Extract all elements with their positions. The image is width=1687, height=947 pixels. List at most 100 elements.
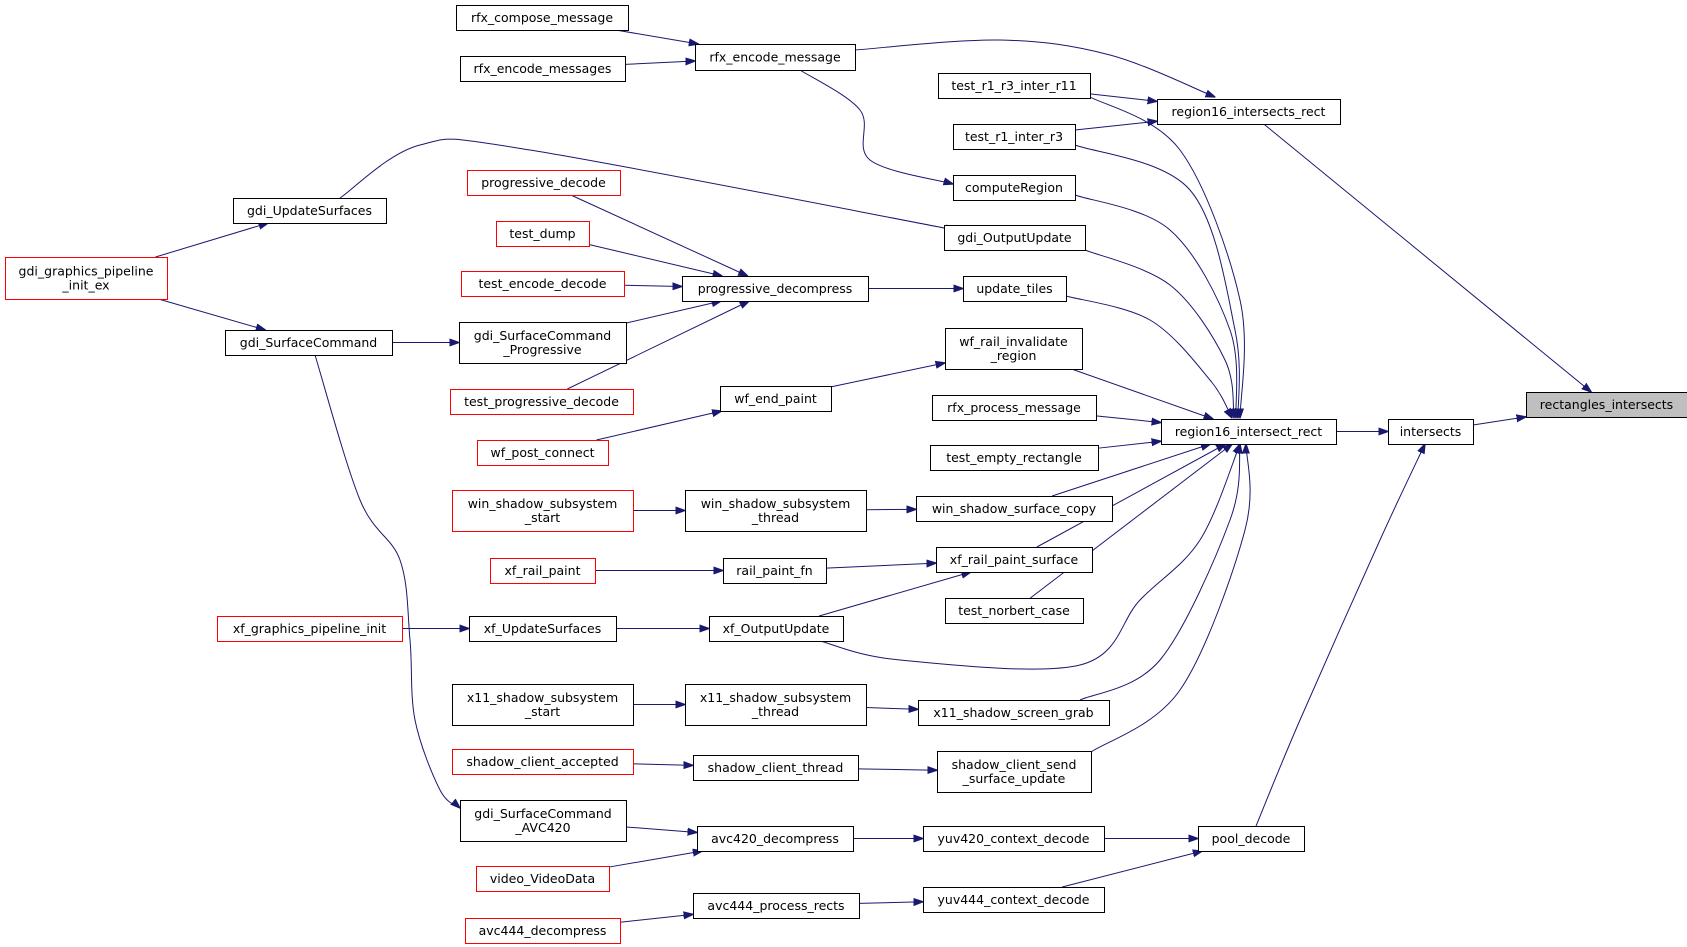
node-box-rfx_compose_message[interactable]	[456, 5, 629, 31]
node-box-update_tiles[interactable]	[963, 276, 1067, 302]
node-progressive_decode[interactable]: progressive_decode	[467, 170, 621, 196]
node-box-test_r1_inter_r3[interactable]	[953, 124, 1076, 150]
node-box-shadow_client_thread[interactable]	[693, 755, 859, 781]
node-rail_paint_fn[interactable]: rail_paint_fn	[723, 558, 827, 584]
node-gdi_SurfaceCommand[interactable]: gdi_SurfaceCommand	[225, 330, 393, 356]
node-x11_shadow_subsystem_start[interactable]: x11_shadow_subsystem_start	[452, 684, 634, 726]
node-avc444_decompress[interactable]: avc444_decompress	[465, 918, 621, 944]
node-box-shadow_client_send_surface_update[interactable]	[937, 751, 1092, 793]
node-progressive_decompress[interactable]: progressive_decompress	[682, 276, 869, 302]
node-gdi_graphics_pipeline_init_ex[interactable]: gdi_graphics_pipeline_init_ex	[5, 257, 168, 300]
node-xf_rail_paint[interactable]: xf_rail_paint	[490, 558, 596, 584]
node-box-wf_post_connect[interactable]	[477, 440, 609, 466]
node-yuv420_context_decode[interactable]: yuv420_context_decode	[923, 826, 1105, 852]
node-box-pool_decode[interactable]	[1198, 826, 1305, 852]
node-box-rfx_encode_message[interactable]	[695, 44, 856, 71]
node-wf_end_paint[interactable]: wf_end_paint	[720, 386, 832, 412]
node-box-win_shadow_subsystem_start[interactable]	[452, 490, 634, 532]
node-box-test_norbert_case[interactable]	[945, 598, 1084, 624]
node-box-test_empty_rectangle[interactable]	[930, 445, 1099, 471]
node-box-progressive_decompress[interactable]	[682, 276, 869, 302]
node-box-yuv444_context_decode[interactable]	[923, 887, 1105, 913]
node-box-video_VideoData[interactable]	[476, 866, 610, 892]
node-rfx_encode_message[interactable]: rfx_encode_message	[695, 44, 856, 71]
node-box-intersects[interactable]	[1388, 419, 1474, 445]
node-box-xf_OutputUpdate[interactable]	[709, 616, 844, 642]
node-avc444_process_rects[interactable]: avc444_process_rects	[693, 893, 860, 919]
node-box-gdi_UpdateSurfaces[interactable]	[233, 198, 387, 224]
node-box-region16_intersect_rect[interactable]	[1161, 419, 1337, 445]
node-gdi_SurfaceCommand_AVC420[interactable]: gdi_SurfaceCommand_AVC420	[460, 800, 627, 842]
node-box-xf_UpdateSurfaces[interactable]	[469, 616, 617, 642]
node-test_progressive_decode[interactable]: test_progressive_decode	[450, 389, 634, 415]
node-yuv444_context_decode[interactable]: yuv444_context_decode	[923, 887, 1105, 913]
node-box-yuv420_context_decode[interactable]	[923, 826, 1105, 852]
node-test_dump[interactable]: test_dump	[496, 221, 590, 247]
node-xf_rail_paint_surface[interactable]: xf_rail_paint_surface	[936, 547, 1093, 573]
node-wf_post_connect[interactable]: wf_post_connect	[477, 440, 609, 466]
node-box-win_shadow_subsystem_thread[interactable]	[685, 490, 867, 532]
node-test_r1_inter_r3[interactable]: test_r1_inter_r3	[953, 124, 1076, 150]
node-x11_shadow_screen_grab[interactable]: x11_shadow_screen_grab	[918, 700, 1110, 726]
node-box-rfx_process_message[interactable]	[932, 395, 1097, 421]
node-video_VideoData[interactable]: video_VideoData	[476, 866, 610, 892]
node-update_tiles[interactable]: update_tiles	[963, 276, 1067, 302]
node-x11_shadow_subsystem_thread[interactable]: x11_shadow_subsystem_thread	[685, 684, 867, 726]
node-box-x11_shadow_subsystem_thread[interactable]	[685, 684, 867, 726]
node-xf_UpdateSurfaces[interactable]: xf_UpdateSurfaces	[469, 616, 617, 642]
node-box-rectangles_intersects[interactable]	[1526, 392, 1687, 418]
node-region16_intersects_rect[interactable]: region16_intersects_rect	[1157, 99, 1341, 125]
node-box-wf_end_paint[interactable]	[720, 386, 832, 412]
node-box-gdi_graphics_pipeline_init_ex[interactable]	[5, 257, 168, 300]
node-rfx_process_message[interactable]: rfx_process_message	[932, 395, 1097, 421]
node-rectangles_intersects[interactable]: rectangles_intersects	[1526, 392, 1687, 418]
node-gdi_SurfaceCommand_Progressive[interactable]: gdi_SurfaceCommand_Progressive	[459, 322, 627, 364]
node-xf_graphics_pipeline_init[interactable]: xf_graphics_pipeline_init	[217, 616, 403, 642]
node-test_r1_r3_inter_r11[interactable]: test_r1_r3_inter_r11	[938, 73, 1091, 99]
node-box-progressive_decode[interactable]	[467, 170, 621, 196]
node-win_shadow_surface_copy[interactable]: win_shadow_surface_copy	[916, 496, 1113, 522]
node-rfx_compose_message[interactable]: rfx_compose_message	[456, 5, 629, 31]
node-rfx_encode_messages[interactable]: rfx_encode_messages	[460, 56, 626, 82]
node-box-gdi_SurfaceCommand_Progressive[interactable]	[459, 322, 627, 364]
node-shadow_client_thread[interactable]: shadow_client_thread	[693, 755, 859, 781]
node-box-test_encode_decode[interactable]	[461, 271, 625, 297]
node-box-xf_rail_paint[interactable]	[490, 558, 596, 584]
node-box-shadow_client_accepted[interactable]	[452, 749, 634, 775]
node-box-avc420_decompress[interactable]	[697, 826, 854, 852]
node-avc420_decompress[interactable]: avc420_decompress	[697, 826, 854, 852]
node-computeRegion[interactable]: computeRegion	[953, 175, 1076, 201]
node-box-gdi_OutputUpdate[interactable]	[944, 225, 1086, 251]
node-test_norbert_case[interactable]: test_norbert_case	[945, 598, 1084, 624]
node-win_shadow_subsystem_thread[interactable]: win_shadow_subsystem_thread	[685, 490, 867, 532]
node-box-rail_paint_fn[interactable]	[723, 558, 827, 584]
node-box-avc444_process_rects[interactable]	[693, 893, 860, 919]
node-box-computeRegion[interactable]	[953, 175, 1076, 201]
node-box-wf_rail_invalidate_region[interactable]	[945, 328, 1083, 370]
node-box-test_r1_r3_inter_r11[interactable]	[938, 73, 1091, 99]
node-wf_rail_invalidate_region[interactable]: wf_rail_invalidate_region	[945, 328, 1083, 370]
node-box-region16_intersects_rect[interactable]	[1157, 99, 1341, 125]
node-xf_OutputUpdate[interactable]: xf_OutputUpdate	[709, 616, 844, 642]
node-box-gdi_SurfaceCommand_AVC420[interactable]	[460, 800, 627, 842]
node-win_shadow_subsystem_start[interactable]: win_shadow_subsystem_start	[452, 490, 634, 532]
node-region16_intersect_rect[interactable]: region16_intersect_rect	[1161, 419, 1337, 445]
node-shadow_client_send_surface_update[interactable]: shadow_client_send_surface_update	[937, 751, 1092, 793]
node-box-rfx_encode_messages[interactable]	[460, 56, 626, 82]
node-box-xf_rail_paint_surface[interactable]	[936, 547, 1093, 573]
node-test_encode_decode[interactable]: test_encode_decode	[461, 271, 625, 297]
node-box-win_shadow_surface_copy[interactable]	[916, 496, 1113, 522]
node-box-xf_graphics_pipeline_init[interactable]	[217, 616, 403, 642]
node-pool_decode[interactable]: pool_decode	[1198, 826, 1305, 852]
node-box-avc444_decompress[interactable]	[465, 918, 621, 944]
node-intersects[interactable]: intersects	[1388, 419, 1474, 445]
node-box-x11_shadow_screen_grab[interactable]	[918, 700, 1110, 726]
node-gdi_OutputUpdate[interactable]: gdi_OutputUpdate	[944, 225, 1086, 251]
node-box-x11_shadow_subsystem_start[interactable]	[452, 684, 634, 726]
node-shadow_client_accepted[interactable]: shadow_client_accepted	[452, 749, 634, 775]
node-box-test_dump[interactable]	[496, 221, 590, 247]
node-box-test_progressive_decode[interactable]	[450, 389, 634, 415]
node-test_empty_rectangle[interactable]: test_empty_rectangle	[930, 445, 1099, 471]
node-gdi_UpdateSurfaces[interactable]: gdi_UpdateSurfaces	[233, 198, 387, 224]
node-box-gdi_SurfaceCommand[interactable]	[225, 330, 393, 356]
